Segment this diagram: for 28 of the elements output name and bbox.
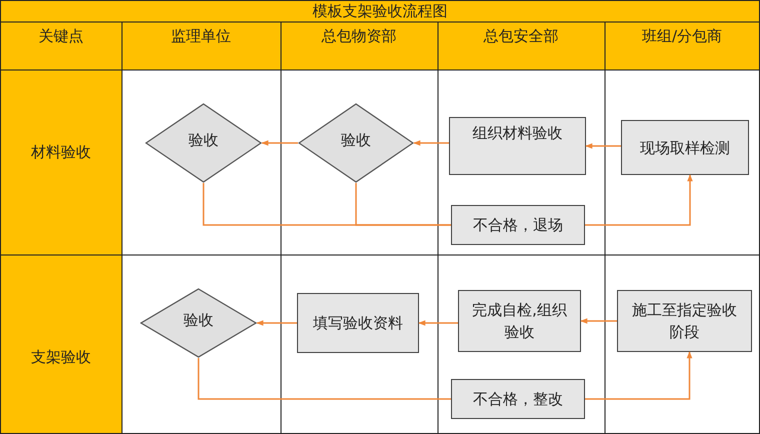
decision-diamond: 验收	[145, 103, 262, 183]
process-box: 完成自检,组织验收	[458, 290, 581, 352]
decision-diamond: 验收	[140, 288, 257, 358]
process-box: 填写验收资料	[297, 293, 419, 353]
arrow	[413, 140, 449, 146]
row-header: 材料验收	[31, 143, 91, 162]
arrow	[585, 174, 693, 226]
row-header: 支架验收	[31, 348, 91, 367]
arrow	[256, 320, 297, 326]
process-box: 组织材料验收	[449, 117, 586, 175]
arrow	[585, 143, 621, 149]
arrow	[418, 320, 458, 326]
column-header: 总包安全部	[484, 27, 558, 46]
diagram-title: 模板支架验收流程图	[312, 2, 448, 21]
process-box: 不合格，退场	[451, 205, 585, 245]
column-header: 监理单位	[171, 27, 231, 46]
decision-diamond: 验收	[298, 103, 414, 183]
column-header: 班组/分包商	[642, 27, 722, 46]
connector-line	[355, 183, 451, 226]
process-box: 不合格，整改	[451, 379, 585, 419]
process-box: 现场取样检测	[621, 120, 749, 175]
arrow	[585, 351, 692, 400]
column-header: 总包物资部	[322, 27, 396, 46]
arrow	[580, 318, 617, 324]
connector-line	[198, 358, 451, 400]
arrow	[261, 140, 298, 146]
column-header: 关键点	[38, 27, 84, 46]
process-box: 施工至指定验收阶段	[617, 290, 752, 352]
